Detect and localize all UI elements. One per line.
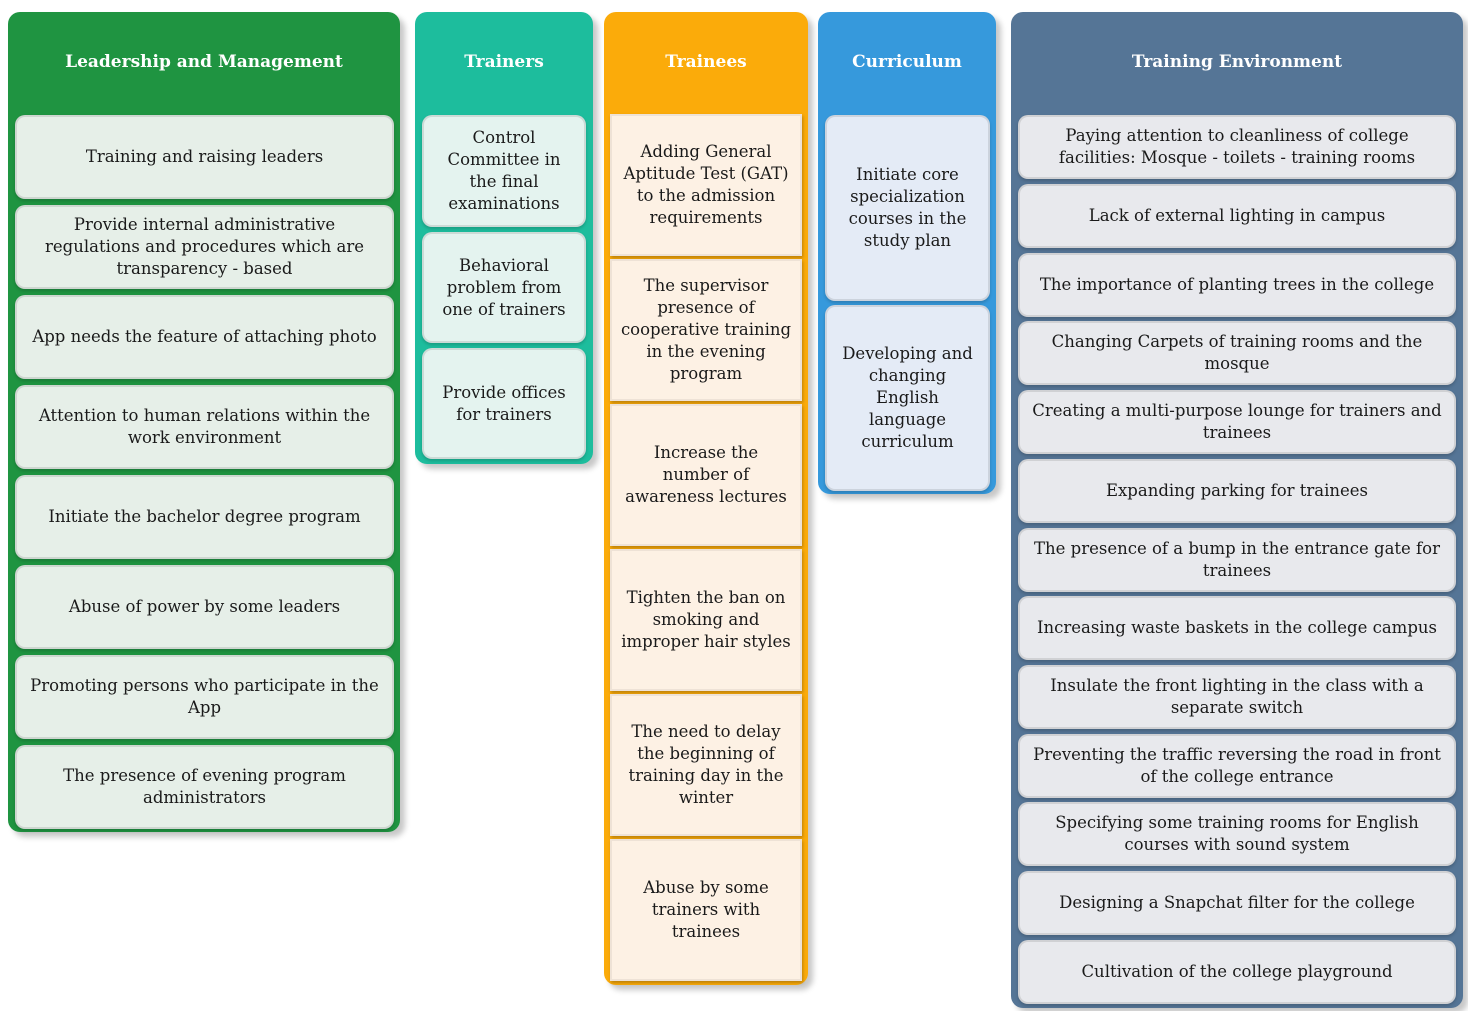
- column-trainees: Trainees Adding General Aptitude Test (G…: [604, 12, 808, 985]
- environment-item: Lack of external lighting in campus: [1018, 184, 1456, 248]
- trainees-item: The need to delay the beginning of train…: [610, 694, 802, 836]
- leadership-item: Attention to human relations within the …: [15, 385, 394, 469]
- environment-item: Increasing waste baskets in the college …: [1018, 596, 1456, 660]
- column-leadership-and-management: Leadership and Management Training and r…: [8, 12, 400, 832]
- environment-item: Preventing the traffic reversing the roa…: [1018, 734, 1456, 798]
- environment-item: Designing a Snapchat filter for the coll…: [1018, 871, 1456, 935]
- environment-item: Creating a multi-purpose lounge for trai…: [1018, 390, 1456, 454]
- trainees-item: Adding General Aptitude Test (GAT) to th…: [610, 114, 802, 256]
- trainers-item: Provide offices for trainers: [422, 348, 586, 459]
- trainees-item: The supervisor presence of cooperative t…: [610, 259, 802, 401]
- environment-item: The importance of planting trees in the …: [1018, 253, 1456, 317]
- environment-item: Changing Carpets of training rooms and t…: [1018, 321, 1456, 385]
- leadership-item: Abuse of power by some leaders: [15, 565, 394, 649]
- column-title: Training Environment: [1131, 52, 1343, 72]
- column-title: Curriculum: [852, 52, 962, 72]
- trainers-item: Control Committee in the final examinati…: [422, 115, 586, 227]
- curriculum-item: Initiate core specialization courses in …: [825, 115, 990, 301]
- column-title: Leadership and Management: [65, 52, 343, 72]
- column-trainers: Trainers Control Committee in the final …: [415, 12, 593, 464]
- leadership-item: Provide internal administrative regulati…: [15, 205, 394, 289]
- environment-item: Expanding parking for trainees: [1018, 459, 1456, 523]
- curriculum-item: Developing and changing English language…: [825, 305, 990, 491]
- column-title: Trainees: [665, 52, 747, 72]
- leadership-item: Initiate the bachelor degree program: [15, 475, 394, 559]
- trainers-item: Behavioral problem from one of trainers: [422, 232, 586, 343]
- leadership-item: App needs the feature of attaching photo: [15, 295, 394, 379]
- leadership-item: Training and raising leaders: [15, 115, 394, 199]
- environment-item: Specifying some training rooms for Engli…: [1018, 802, 1456, 866]
- trainees-item: Tighten the ban on smoking and improper …: [610, 549, 802, 691]
- environment-item: Cultivation of the college playground: [1018, 940, 1456, 1004]
- environment-item: Insulate the front lighting in the class…: [1018, 665, 1456, 729]
- environment-item: The presence of a bump in the entrance g…: [1018, 528, 1456, 592]
- column-title: Trainers: [464, 52, 544, 72]
- leadership-item: The presence of evening program administ…: [15, 745, 394, 829]
- trainees-item: Increase the number of awareness lecture…: [610, 404, 802, 546]
- column-training-environment: Training Environment Paying attention to…: [1011, 12, 1463, 1008]
- leadership-item: Promoting persons who participate in the…: [15, 655, 394, 739]
- environment-item: Paying attention to cleanliness of colle…: [1018, 115, 1456, 179]
- trainees-item: Abuse by some trainers with trainees: [610, 839, 802, 981]
- column-curriculum: Curriculum Initiate core specialization …: [818, 12, 996, 494]
